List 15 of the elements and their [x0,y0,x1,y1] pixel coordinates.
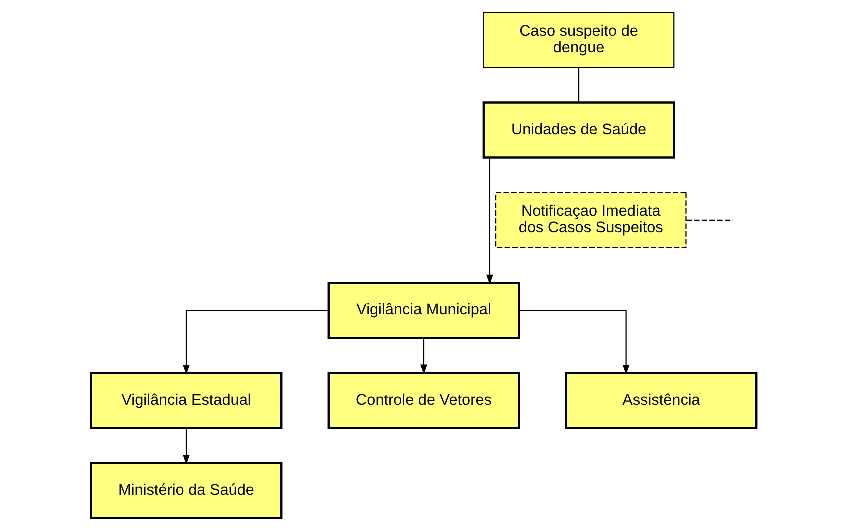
node-box: Controle de Vetores [327,372,520,430]
connector [578,68,580,103]
arrow [182,310,328,375]
node-box: Ministério da Saúde [90,462,282,520]
node-box: Unidades de Saúde [482,102,675,159]
arrow [486,158,493,285]
arrow [518,310,630,375]
connector [686,220,733,221]
node-box: Vigilância Municipal [327,282,520,340]
node-box: Assistência [564,372,758,430]
node-box: Caso suspeito de dengue [482,12,674,68]
node-box: Vigilância Estadual [90,372,282,430]
arrow [182,428,190,465]
arrow [420,338,427,375]
node-box: Notificaçao Imediata dos Casos Suspeitos [494,192,686,248]
